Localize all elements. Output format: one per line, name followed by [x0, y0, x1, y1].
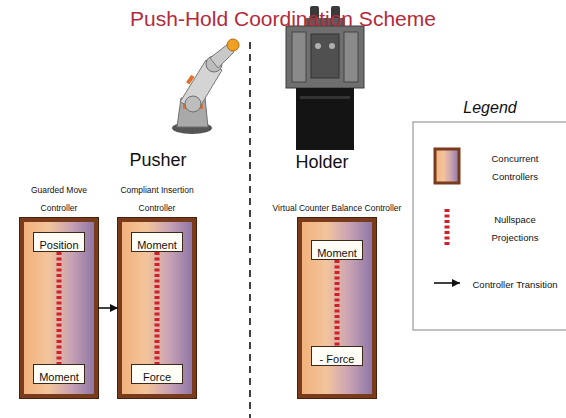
robot-label: Pusher: [129, 150, 186, 170]
legend-text: Controller Transition: [472, 279, 557, 290]
robot-torso: [286, 26, 364, 88]
robot-logo: [186, 75, 194, 85]
task-box: Force: [131, 364, 183, 384]
nullspace-projection: [155, 252, 160, 364]
controller-heading: Compliant Insertion Controller: [112, 179, 202, 215]
robot-pedestal: [296, 88, 354, 150]
robot-label: Holder: [295, 152, 348, 172]
task-name: - Force: [320, 353, 355, 366]
legend-entry: Nullspace Projections: [470, 209, 560, 245]
legend-entry: Concurrent Controllers: [470, 148, 560, 184]
robot-detail: [300, 96, 350, 99]
robot-detail: [329, 43, 335, 49]
controller-heading: Virtual Counter Balance Controller: [262, 197, 412, 215]
task-name: Position: [39, 239, 78, 252]
legend-samples: [434, 149, 460, 283]
pusher-robot: [172, 39, 239, 134]
task-box: - Force: [311, 346, 363, 366]
nullspace-projection: [57, 252, 62, 364]
title-holder: Push-Hold Coordination Scheme: [130, 7, 436, 31]
legend-text: Concurrent Controllers: [492, 153, 539, 182]
divider-line: [249, 42, 251, 418]
nullspace-projection: [335, 260, 340, 346]
task-name: Moment: [39, 371, 79, 384]
controller-name: Guarded Move Controller: [31, 185, 87, 213]
task-name: Force: [143, 371, 171, 384]
controller-heading: Guarded Move Controller: [14, 179, 104, 215]
legend-box: [413, 122, 566, 330]
robot-joint: [185, 96, 201, 112]
robot-label: Legend: [463, 99, 516, 116]
controller-frame: Virtual Counter Balance ControllerMoment…: [298, 218, 376, 398]
task-box: Moment: [311, 240, 363, 260]
label-holder: Pusher: [129, 150, 186, 171]
controller-name: Compliant Insertion Controller: [120, 185, 193, 213]
controller-sample: [435, 149, 459, 183]
diagram-title: Push-Hold Coordination Scheme: [130, 7, 436, 30]
legend-entry: Controller Transition: [470, 274, 560, 292]
nullspace-sample: [445, 209, 450, 245]
legend-sample: [434, 283, 460, 284]
task-box: Moment: [33, 364, 85, 384]
robot-arm: [344, 32, 358, 82]
task-name: Moment: [137, 239, 177, 252]
task-name: Moment: [317, 247, 357, 260]
label-holder: Legend: [463, 99, 516, 117]
task-box: Position: [33, 232, 85, 252]
robot-arm: [292, 32, 306, 82]
legend-sample: [435, 149, 459, 183]
legend-sample: [447, 209, 448, 245]
controller-transition: [98, 307, 118, 309]
legend-text: Nullspace Projections: [492, 214, 539, 243]
task-box: Moment: [131, 232, 183, 252]
controller-name: Virtual Counter Balance Controller: [273, 203, 402, 213]
robot-detail: [315, 43, 321, 49]
label-holder: Holder: [295, 152, 348, 173]
transition-sample: [434, 282, 460, 284]
robot-chest: [311, 34, 339, 78]
robot-tool: [227, 39, 239, 51]
